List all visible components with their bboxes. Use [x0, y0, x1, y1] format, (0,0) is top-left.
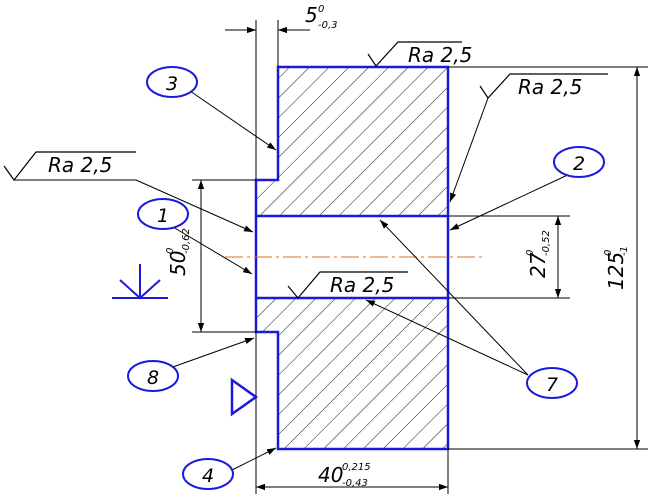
- surface-callout-3: 3: [146, 66, 198, 98]
- dim-125-value: 125: [604, 252, 628, 290]
- roughness-bore-label: Ra 2,5: [330, 273, 394, 297]
- dim-125-lower: -1: [619, 246, 630, 256]
- roughness-right: Ra 2,5: [449, 73, 608, 203]
- dim-40-value: 40: [318, 463, 343, 487]
- dim-5-upper: 0: [318, 4, 324, 15]
- dimension-5: 5 0 -0,3: [225, 3, 338, 180]
- dim-50-lower: -0,62: [181, 228, 192, 254]
- roughness-top-label: Ra 2,5: [408, 43, 472, 67]
- dimension-40: 40 0,215 -0,43: [255, 332, 449, 494]
- callout-8-label: 8: [147, 367, 159, 389]
- dim-125-upper: 0: [603, 250, 614, 256]
- dim-27-upper: 0: [525, 250, 536, 256]
- dim-40-lower: -0,43: [342, 478, 368, 489]
- callout-7-label: 7: [546, 374, 558, 396]
- dim-50-value: 50: [166, 251, 190, 276]
- upper-section: [254, 65, 450, 218]
- surface-callout-1: 1: [137, 198, 189, 230]
- dim-27-value: 27: [526, 252, 550, 278]
- dimension-125: 125 0 -1: [448, 66, 648, 450]
- callout-2-label: 2: [573, 153, 585, 175]
- surface-callout-2: 2: [553, 146, 605, 178]
- lower-section: [254, 296, 450, 451]
- roughness-bore: Ra 2,5: [287, 271, 408, 299]
- surface-callout-4: 4: [182, 458, 234, 490]
- surface-callout-7: 7: [526, 367, 578, 399]
- surface-callout-8: 8: [127, 360, 179, 392]
- dim-5-value: 5: [305, 3, 318, 27]
- callout-3-label: 3: [166, 73, 178, 95]
- base-symbol: [230, 377, 259, 417]
- roughness-left: Ra 2,5: [3, 151, 254, 233]
- roughness-left-label: Ra 2,5: [48, 153, 112, 177]
- roughness-right-label: Ra 2,5: [518, 75, 582, 99]
- callout-1-label: 1: [157, 205, 169, 227]
- part-section: [254, 65, 450, 451]
- dimension-27: 27 0 -0,52: [448, 215, 570, 299]
- callout-4-label: 4: [202, 465, 214, 487]
- dim-50-upper: 0: [165, 248, 176, 254]
- dim-5-lower: -0,3: [318, 20, 338, 31]
- datum-symbol-left: [112, 264, 168, 300]
- roughness-top: Ra 2,5: [367, 41, 472, 67]
- dimension-50: 50 0 -0,62: [165, 179, 256, 333]
- dim-27-lower: -0,52: [541, 230, 552, 256]
- dim-40-upper: 0,215: [342, 462, 371, 473]
- leader-lines: [167, 90, 575, 472]
